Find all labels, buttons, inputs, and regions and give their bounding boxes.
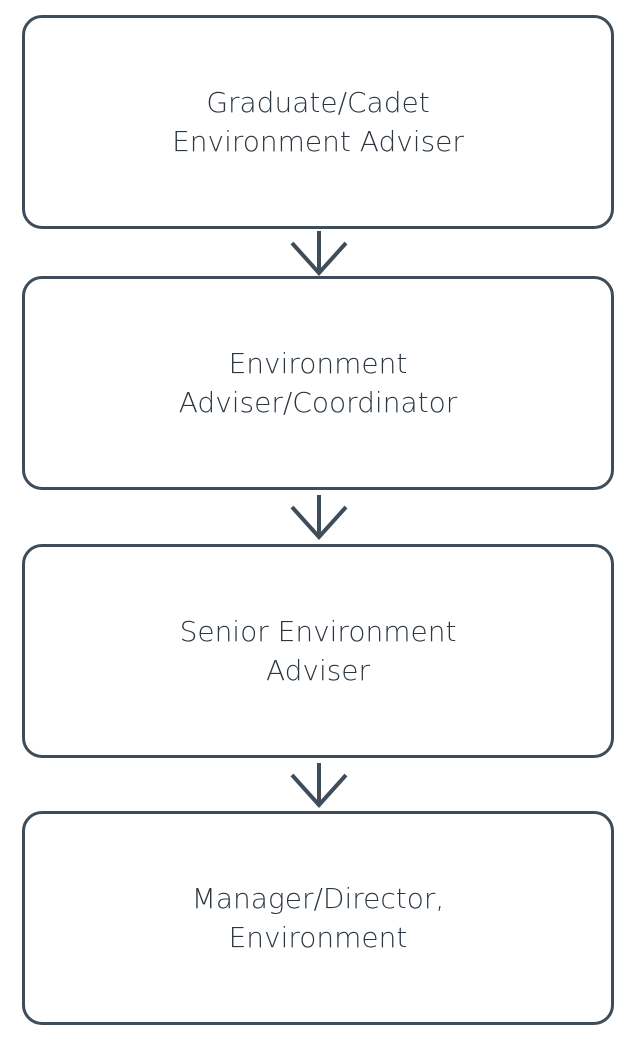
- arrow-down-icon: [289, 761, 349, 811]
- arrow-down-icon: [289, 493, 349, 543]
- career-step-label-line: Senior Environment: [179, 615, 457, 648]
- career-step-label-line: Adviser/Coordinator: [178, 386, 458, 419]
- career-step-label-line: Adviser: [265, 654, 371, 687]
- career-step-label-line: Environment: [228, 347, 408, 380]
- career-step-label-line: Manager/Director,: [191, 882, 445, 915]
- career-step-box: Environment Adviser/Coordinator: [22, 276, 614, 490]
- career-step-label-line: Graduate/Cadet: [206, 86, 430, 119]
- career-step-label-line: Environment: [228, 921, 408, 954]
- career-step-box: Graduate/Cadet Environment Adviser: [22, 15, 614, 229]
- career-step-label-line: Environment Adviser: [172, 125, 464, 158]
- career-step-box: Senior Environment Adviser: [22, 544, 614, 758]
- arrow-down-icon: [289, 229, 349, 279]
- career-step-box: Manager/Director, Environment: [22, 811, 614, 1025]
